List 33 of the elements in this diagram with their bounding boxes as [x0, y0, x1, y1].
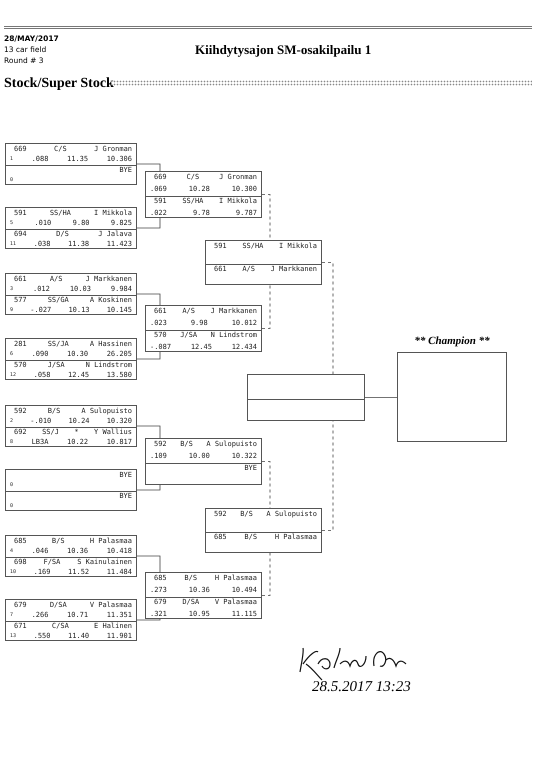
- matchup-box: [145, 572, 262, 619]
- matchup-box: [5, 143, 137, 185]
- handwritten-date: 28.5.2017 13:23: [312, 678, 411, 697]
- bracket-line: [136, 352, 160, 360]
- matchup-box: [145, 171, 262, 218]
- bracket-line: [364, 397, 398, 398]
- matchup-box: [205, 508, 322, 553]
- bracket-line: [322, 262, 334, 374]
- matchup-box: [5, 469, 137, 511]
- matchup-box: [5, 405, 137, 447]
- empty-matchup-box: [247, 374, 365, 421]
- matchup-box: [5, 599, 137, 641]
- bracket-line: [262, 194, 270, 240]
- bracket-line: [136, 294, 160, 306]
- bracket-line: [136, 218, 160, 228]
- matchup-box: [145, 438, 262, 485]
- bracket-line: [136, 426, 160, 438]
- bracket-line: [136, 484, 160, 490]
- matchup-box: [145, 305, 262, 352]
- bracket-line: [136, 164, 160, 172]
- bracket-line: [262, 461, 270, 508]
- matchup-box: [5, 338, 137, 380]
- class-heading: Stock/Super Stock: [4, 75, 114, 93]
- matchup-box: [5, 207, 137, 249]
- champion-heading: ** Champion **: [414, 334, 490, 349]
- page-title: Kiihdytysajon SM-osakilpailu 1: [195, 41, 372, 59]
- bracket-line: [136, 618, 160, 620]
- bracket-line: [136, 556, 160, 572]
- bracket-line: [262, 552, 270, 596]
- bracket-line: [262, 284, 270, 329]
- matchup-box: [205, 240, 322, 285]
- matchup-box: [5, 535, 137, 577]
- matchup-box: [5, 273, 137, 315]
